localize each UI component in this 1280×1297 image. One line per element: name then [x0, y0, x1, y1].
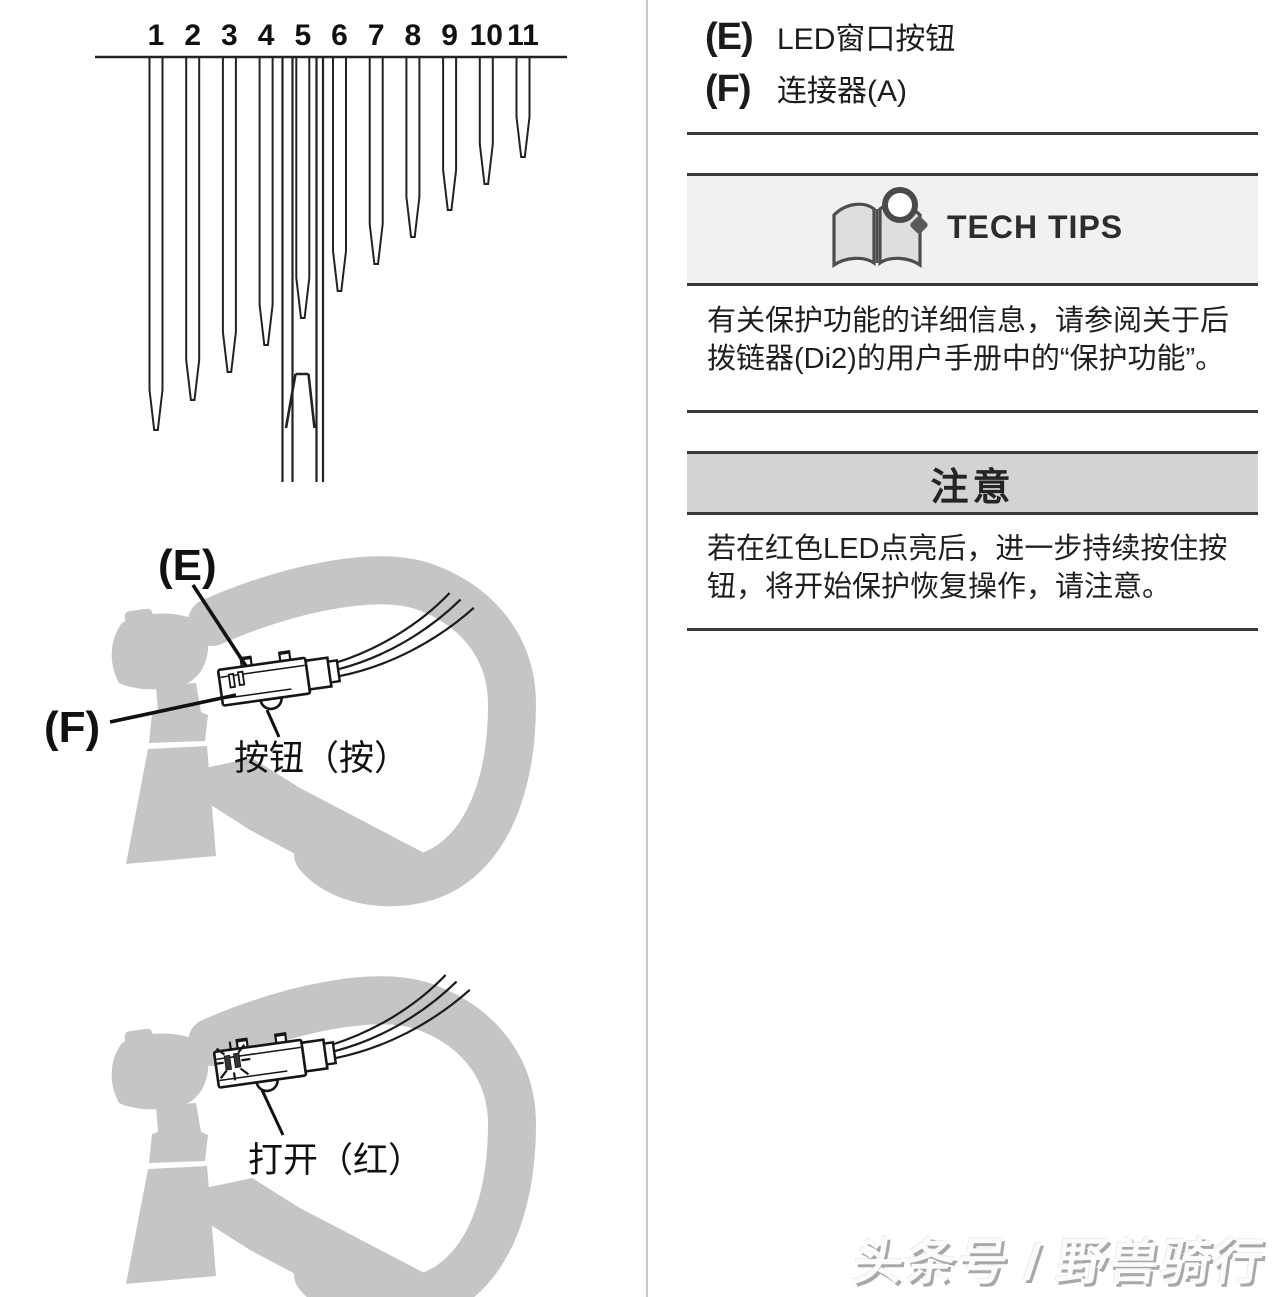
- led-flash-starburst: [214, 1041, 251, 1081]
- horizontal-rule: [687, 451, 1258, 454]
- sprocket-tooth: [185, 58, 201, 401]
- book-with-magnifier-icon: [832, 187, 928, 268]
- sprocket-number: 11: [507, 19, 539, 52]
- notice-body: 若在红色LED点亮后，进一步持续按住按钮，将开始保护恢复操作，请注意。: [707, 533, 1228, 603]
- legend-key-e: (E): [705, 16, 754, 58]
- figure-led-on: 打开（红）: [40, 950, 620, 1297]
- sprocket-tooth: [368, 58, 384, 265]
- sprocket-number: 2: [184, 19, 201, 52]
- tech-tips-banner: TECH TIPS: [687, 176, 1258, 283]
- sprocket-tooth: [332, 58, 347, 292]
- sprocket-tooth: [148, 58, 164, 431]
- sprocket-tooth: [478, 58, 494, 185]
- figure-press-button: (E) (F) 按钮（按）: [44, 535, 620, 960]
- legend-row-f: (F) 连接器(A): [705, 66, 907, 111]
- leader-line-f: [109, 693, 237, 724]
- sprocket-tooth: [258, 58, 274, 346]
- notice-banner: 注意: [687, 454, 1258, 512]
- legend-value-e: LED窗口按钮: [777, 23, 956, 56]
- sprocket-number: 5: [294, 19, 311, 52]
- horizontal-rule: [687, 173, 1258, 176]
- sprocket-number: 3: [221, 19, 238, 52]
- sprocket-number: 10: [470, 19, 503, 52]
- sprocket-teeth: [148, 58, 531, 431]
- sprocket-number: 7: [368, 19, 385, 52]
- led-slot-lit: [234, 1053, 241, 1068]
- caption-led-red: 打开（红）: [248, 1141, 423, 1180]
- legend-value-f: 连接器(A): [777, 75, 907, 108]
- callout-e: (E): [158, 541, 217, 590]
- sprocket-number: 1: [148, 19, 165, 52]
- sprocket-number: 9: [441, 19, 458, 52]
- horizontal-rule: [687, 283, 1258, 286]
- caption-button-press: 按钮（按）: [234, 739, 409, 778]
- horizontal-rule: [687, 132, 1258, 135]
- tech-tips-title: TECH TIPS: [947, 209, 1124, 245]
- callout-f: (F): [44, 703, 100, 752]
- sprocket-number: 8: [405, 19, 422, 52]
- horizontal-rule: [687, 410, 1258, 413]
- tech-tips-body: 有关保护功能的详细信息，请参阅关于后拨链器(Di2)的用户手册中的“保护功能”。: [707, 305, 1230, 375]
- leader-line-e: [191, 584, 248, 667]
- column-divider: [646, 0, 648, 1297]
- horizontal-rule: [687, 628, 1258, 631]
- led-slot-lit: [224, 1055, 232, 1070]
- sprocket-number: 6: [331, 19, 348, 52]
- sprocket-tooth: [515, 58, 531, 158]
- sprocket-tooth: [221, 58, 237, 373]
- sprocket-tooth: [405, 58, 421, 238]
- sprocket-tooth: [295, 58, 311, 319]
- horizontal-rule: [687, 512, 1258, 515]
- chain-on-sprocket-5: [281, 58, 325, 482]
- leader-line-led: [260, 1089, 285, 1136]
- legend-key-f: (F): [705, 68, 752, 110]
- sprocket-tooth: [442, 58, 458, 211]
- leader-line-button: [265, 709, 281, 738]
- notice-title: 注意: [930, 466, 1015, 509]
- watermark: 头条号 / 野兽骑行: [849, 1234, 1270, 1290]
- sprocket-number: 4: [258, 19, 275, 52]
- legend-row-e: (E) LED窗口按钮: [705, 14, 955, 59]
